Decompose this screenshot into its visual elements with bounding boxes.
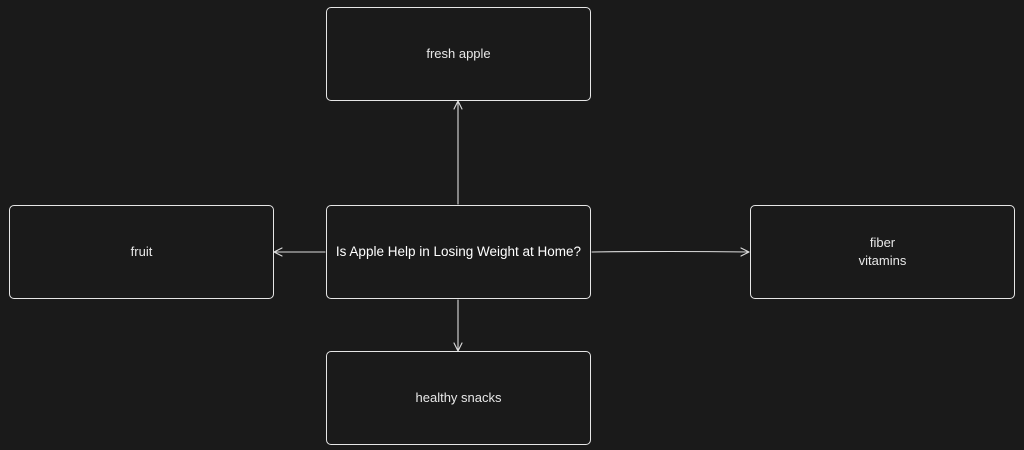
node-fiber-vitamins-label: fiber vitamins	[858, 235, 907, 268]
arrowhead-right-icon	[740, 247, 750, 257]
arrowhead-left-icon	[273, 247, 283, 257]
arrowhead-top-icon	[453, 100, 463, 110]
node-central-question[interactable]: Is Apple Help in Losing Weight at Home?	[326, 205, 591, 299]
node-fiber-vitamins[interactable]: fiber vitamins	[750, 205, 1015, 299]
node-fresh-apple[interactable]: fresh apple	[326, 7, 591, 101]
node-healthy-snacks[interactable]: healthy snacks	[326, 351, 591, 445]
edge-center-to-right	[591, 250, 750, 253]
node-fruit-label: fruit	[130, 244, 153, 259]
node-healthy-snacks-label: healthy snacks	[415, 390, 502, 405]
node-fresh-apple-label: fresh apple	[426, 46, 491, 61]
arrowhead-bottom-icon	[453, 342, 463, 352]
node-fruit[interactable]: fruit	[9, 205, 274, 299]
node-central-question-label: Is Apple Help in Losing Weight at Home?	[335, 244, 582, 259]
